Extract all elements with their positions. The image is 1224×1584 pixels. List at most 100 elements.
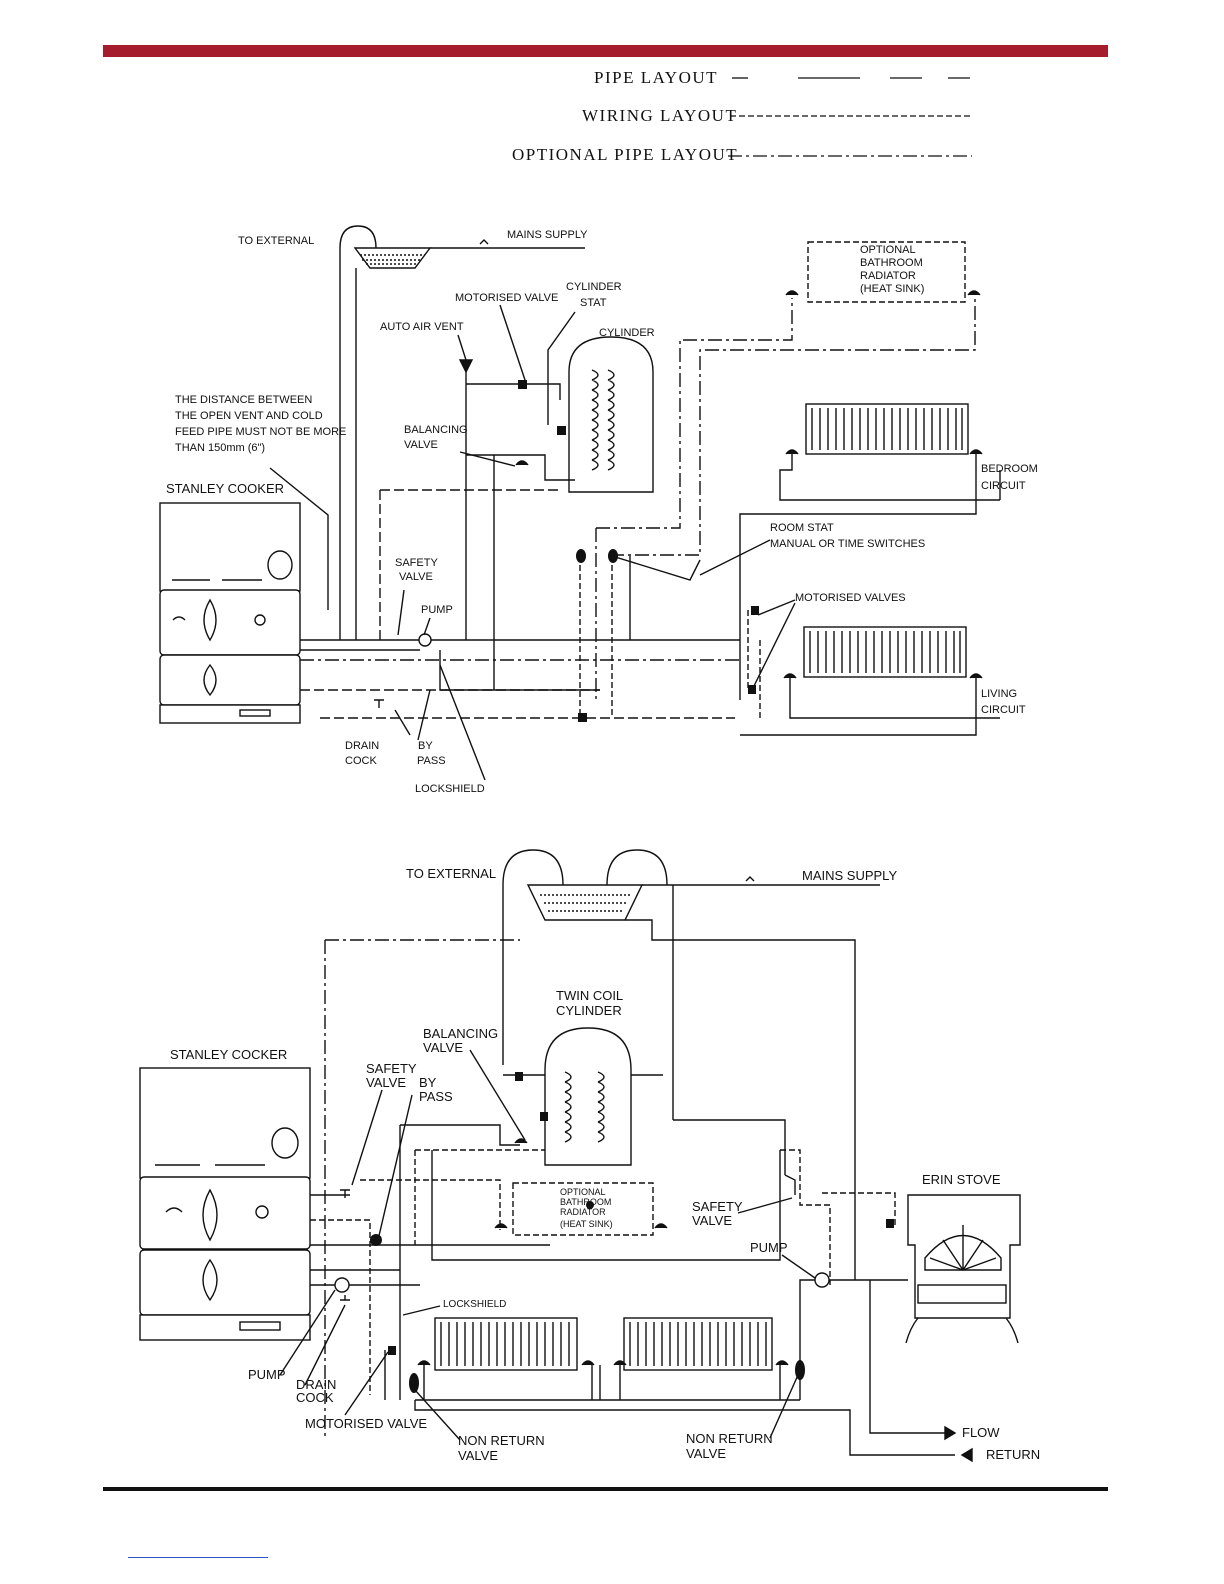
distance-note-l4: THAN 150mm (6"): [175, 442, 265, 454]
header-bar: [103, 45, 1108, 57]
stanley-cooker-label-2: STANLEY COCKER: [170, 1047, 287, 1062]
motorised-valve-bedroom: [751, 606, 759, 615]
cylinder-stat-l1: CYLINDER: [566, 281, 622, 293]
tank-feed-point: [586, 1201, 594, 1209]
mains-supply-label-2: MAINS SUPPLY: [802, 868, 897, 883]
stanley-cooker-label-1: STANLEY COOKER: [166, 481, 284, 496]
pump-2-left: [334, 1277, 350, 1293]
lockshield-label-1: LOCKSHIELD: [415, 783, 485, 795]
diagram-1: [159, 225, 1001, 781]
cylinder-stat-2b: [540, 1112, 548, 1121]
distance-note-l3: FEED PIPE MUST NOT BE MORE: [175, 426, 346, 438]
drain-cock-2-l1: DRAIN: [296, 1377, 336, 1392]
motorised-valve-2-label: MOTORISED VALVE: [305, 1416, 427, 1431]
optional-rad-l1: OPTIONAL: [860, 244, 916, 256]
motorised-valve-living: [748, 685, 756, 694]
by-pass-l1: BY: [418, 740, 433, 752]
junction-1: [578, 713, 587, 722]
room-stat-l2: MANUAL OR TIME SWITCHES: [770, 538, 925, 550]
drain-cock-l2: COCK: [345, 755, 377, 767]
safety-valve-l1: SAFETY: [395, 557, 438, 569]
safety-valve-right-l1: SAFETY: [692, 1199, 743, 1214]
diagram-2-labels: TO EXTERNAL MAINS SUPPLY TWIN COIL CYLIN…: [170, 866, 1040, 1463]
drain-cock-2-l2: COCK: [296, 1390, 334, 1405]
balancing-valve-2-l2: VALVE: [423, 1040, 463, 1055]
safety-valve-l2: VALVE: [399, 571, 433, 583]
living-circuit-l2: CIRCUIT: [981, 704, 1026, 716]
drain-cock-l1: DRAIN: [345, 740, 379, 752]
twin-coil-cylinder: [544, 1027, 632, 1166]
non-return-right-l2: VALVE: [686, 1446, 726, 1461]
balancing-valve-2-l1: BALANCING: [423, 1026, 498, 1041]
distance-note-l2: THE OPEN VENT AND COLD: [175, 410, 323, 422]
optional-rad-l2: BATHROOM: [860, 257, 923, 269]
safety-valve-2-l2: VALVE: [366, 1075, 406, 1090]
stanley-cooker-2: [139, 1067, 311, 1341]
legend-pipe-label: PIPE LAYOUT: [594, 68, 719, 87]
non-return-valve-left: [409, 1373, 419, 1393]
optional-rad-2-l2: BATHROOM: [560, 1197, 611, 1207]
legend-optional-pipe-label: OPTIONAL PIPE LAYOUT: [512, 145, 739, 164]
by-pass-l2: PASS: [417, 755, 446, 767]
stove-stat: [886, 1219, 894, 1228]
non-return-left-l2: VALVE: [458, 1448, 498, 1463]
radiator-2a: [434, 1317, 578, 1371]
lockshield-label-2: LOCKSHIELD: [443, 1299, 506, 1310]
optional-bathroom-radiator: [807, 241, 966, 303]
cylinder-stat-1: [557, 426, 566, 435]
pump-label-1: PUMP: [421, 604, 453, 616]
by-pass-2-l2: PASS: [419, 1089, 453, 1104]
erin-stove: [905, 1194, 1021, 1344]
radiator-2b: [623, 1317, 773, 1371]
erin-stove-label: ERIN STOVE: [922, 1172, 1001, 1187]
safety-valve-right-l2: VALVE: [692, 1213, 732, 1228]
cylinder-stat-2: [515, 1072, 523, 1081]
motorised-valves-label: MOTORISED VALVES: [795, 592, 906, 604]
non-return-left-l1: NON RETURN: [458, 1433, 545, 1448]
twin-coil-l1: TWIN COIL: [556, 988, 623, 1003]
room-stat-l1: ROOM STAT: [770, 522, 834, 534]
to-external-label-2: TO EXTERNAL: [406, 866, 496, 881]
stanley-cooker-1: [159, 502, 301, 724]
living-radiator: [803, 626, 967, 678]
non-return-right-l1: NON RETURN: [686, 1431, 773, 1446]
footer-link-underline: [128, 1557, 268, 1558]
legend-wiring-label: WIRING LAYOUT: [582, 106, 738, 125]
room-stat-1: [576, 549, 586, 563]
by-pass-valve-2: [370, 1234, 382, 1246]
bedroom-circuit-l1: BEDROOM: [981, 463, 1038, 475]
footer-rule: [103, 1487, 1108, 1491]
optional-rad-2-l1: OPTIONAL: [560, 1187, 606, 1197]
legend: PIPE LAYOUT WIRING LAYOUT OPTIONAL PIPE …: [0, 0, 1224, 180]
balancing-valve-l2: VALVE: [404, 439, 438, 451]
pump-1: [418, 633, 432, 647]
bedroom-circuit-l2: CIRCUIT: [981, 480, 1026, 492]
cylinder: [568, 336, 654, 493]
room-stat-2: [608, 549, 618, 563]
motorised-valve-2: [388, 1346, 396, 1355]
bedroom-radiator: [805, 403, 969, 455]
pump-left-label: PUMP: [248, 1367, 286, 1382]
by-pass-2-l1: BY: [419, 1075, 437, 1090]
distance-note-l1: THE DISTANCE BETWEEN: [175, 394, 312, 406]
auto-air-vent-label: AUTO AIR VENT: [380, 321, 464, 333]
mains-supply-label-1: MAINS SUPPLY: [507, 229, 588, 241]
optional-rad-2-l3: RADIATOR: [560, 1207, 606, 1217]
pump-2-right: [814, 1272, 830, 1288]
motorised-valve-1: [518, 380, 527, 389]
optional-rad-l4: (HEAT SINK): [860, 283, 924, 295]
safety-valve-2-l1: SAFETY: [366, 1061, 417, 1076]
living-circuit-l1: LIVING: [981, 688, 1017, 700]
pump-right-label: PUMP: [750, 1240, 788, 1255]
optional-rad-l3: RADIATOR: [860, 270, 916, 282]
balancing-valve-l1: BALANCING: [404, 424, 468, 436]
non-return-valve-right: [795, 1360, 805, 1380]
flow-label: FLOW: [962, 1425, 1000, 1440]
twin-coil-l2: CYLINDER: [556, 1003, 622, 1018]
optional-rad-2-l4: (HEAT SINK): [560, 1219, 613, 1229]
diagram-1-labels: TO EXTERNAL MAINS SUPPLY OPTIONAL BATHRO…: [166, 229, 1038, 795]
diagram-1-markers: [518, 380, 759, 722]
motorised-valve-label-1: MOTORISED VALVE: [455, 292, 558, 304]
diagram-2-markers: [370, 1072, 894, 1393]
